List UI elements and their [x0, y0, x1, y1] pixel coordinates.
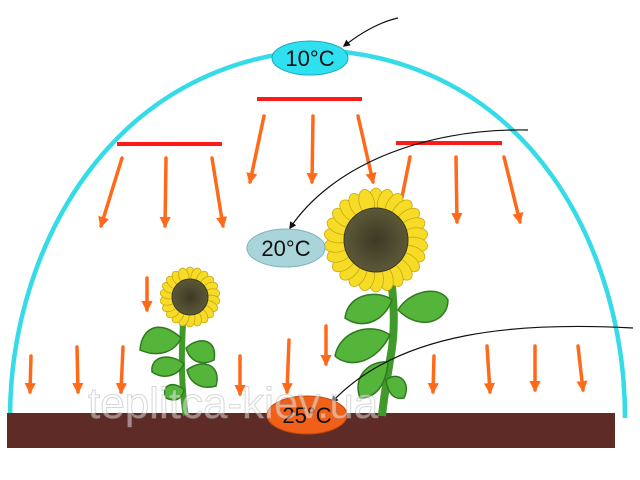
leaf	[357, 361, 389, 399]
greenhouse-dome	[7, 47, 628, 419]
heat-arrow	[246, 114, 266, 185]
sunflower-large	[323, 187, 449, 417]
heat-arrow	[115, 345, 127, 395]
temp-bottom-text: 25°C	[282, 403, 331, 428]
leaf	[185, 340, 216, 364]
heat-arrow	[98, 156, 124, 229]
heat-arrows	[24, 114, 588, 397]
pointer-line	[331, 325, 634, 404]
heat-arrow	[483, 344, 496, 395]
heat-arrow	[502, 155, 524, 225]
heat-arrow	[159, 156, 171, 229]
leaf	[163, 383, 185, 401]
pointer-line	[342, 17, 399, 47]
temp-label-top: 10°C	[271, 40, 349, 76]
leaf	[385, 375, 407, 400]
sunflower-small	[139, 266, 221, 416]
heat-arrow	[306, 114, 318, 185]
pointer-line	[289, 129, 529, 230]
leaf	[139, 326, 182, 355]
sunflower-seed-head	[343, 207, 409, 273]
temp-top-text: 10°C	[285, 46, 334, 71]
watermark-text: teplitca-kiev.ua	[88, 379, 379, 428]
heat-arrow	[281, 338, 293, 395]
leaf	[397, 290, 449, 324]
heaters	[117, 97, 502, 146]
sunflower-seed-head	[171, 278, 209, 316]
heat-arrow	[356, 114, 377, 185]
temp-middle-text: 20°C	[261, 236, 310, 261]
heat-arrow	[427, 354, 439, 395]
temp-label-middle: 20°C	[246, 228, 326, 268]
temp-label-bottom: 25°C	[266, 395, 348, 435]
heat-arrow	[576, 344, 588, 393]
heat-arrow	[72, 345, 84, 395]
heat-arrow	[451, 155, 463, 225]
leaf	[344, 293, 393, 325]
leaf	[151, 356, 185, 377]
heat-arrow	[210, 156, 228, 229]
pointer-lines	[289, 17, 634, 404]
heat-arrow	[24, 354, 36, 395]
leaf	[186, 363, 218, 388]
leaf	[334, 328, 391, 364]
